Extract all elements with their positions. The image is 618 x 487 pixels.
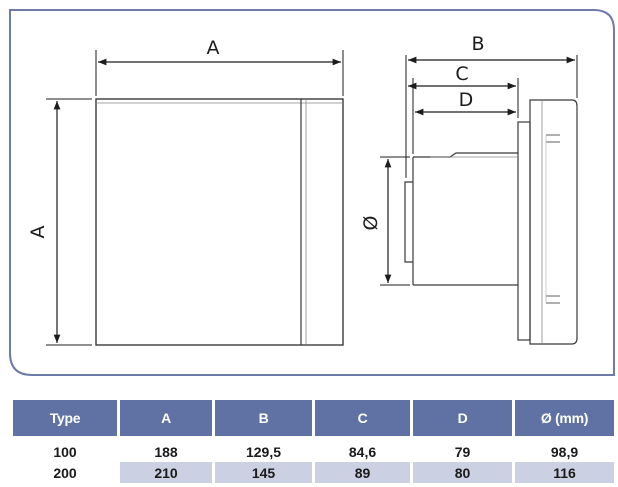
dim-diameter-label: Ø — [360, 216, 382, 231]
cell-c: 84,6 — [348, 443, 377, 460]
cell-c: 89 — [315, 462, 410, 483]
cell-type: 200 — [53, 464, 77, 481]
dim-c-label: C — [455, 63, 468, 85]
cell-d: 79 — [454, 443, 471, 460]
cell-diameter: 116 — [515, 462, 614, 483]
header-diameter: Ø (mm) — [515, 400, 614, 436]
cell-d: 80 — [413, 462, 512, 483]
dim-b-label: B — [471, 33, 484, 55]
panel-frame — [9, 9, 615, 376]
header-c: C — [315, 400, 410, 436]
side-extension-lines — [380, 55, 578, 286]
dim-a-side-label: A — [27, 226, 49, 239]
header-a: A — [120, 400, 212, 436]
table-row: 200 210 145 89 80 116 — [13, 462, 614, 483]
table-row: 100 188 129,5 84,6 79 98,9 — [13, 436, 614, 462]
dim-d-label: D — [459, 89, 474, 111]
technical-drawing-panel: A A — [9, 9, 615, 376]
header-type: Type — [13, 400, 117, 436]
cell-a: 188 — [154, 443, 178, 460]
dim-a-top-label: A — [207, 37, 220, 59]
side-view — [404, 99, 578, 345]
table-header-row: Type A B C D Ø (mm) — [13, 400, 614, 436]
cell-diameter: 98,9 — [550, 443, 579, 460]
header-b: B — [215, 400, 312, 436]
front-view — [95, 98, 344, 346]
header-d: D — [413, 400, 512, 436]
cell-a: 210 — [120, 462, 212, 483]
front-extension-lines — [46, 50, 344, 346]
dimension-drawing: A A — [9, 9, 615, 376]
cell-b: 129,5 — [245, 443, 282, 460]
cell-type: 100 — [53, 443, 77, 460]
cell-b: 145 — [215, 462, 312, 483]
dimensions-table: Type A B C D Ø (mm) 100 188 129,5 84,6 7… — [10, 400, 617, 483]
